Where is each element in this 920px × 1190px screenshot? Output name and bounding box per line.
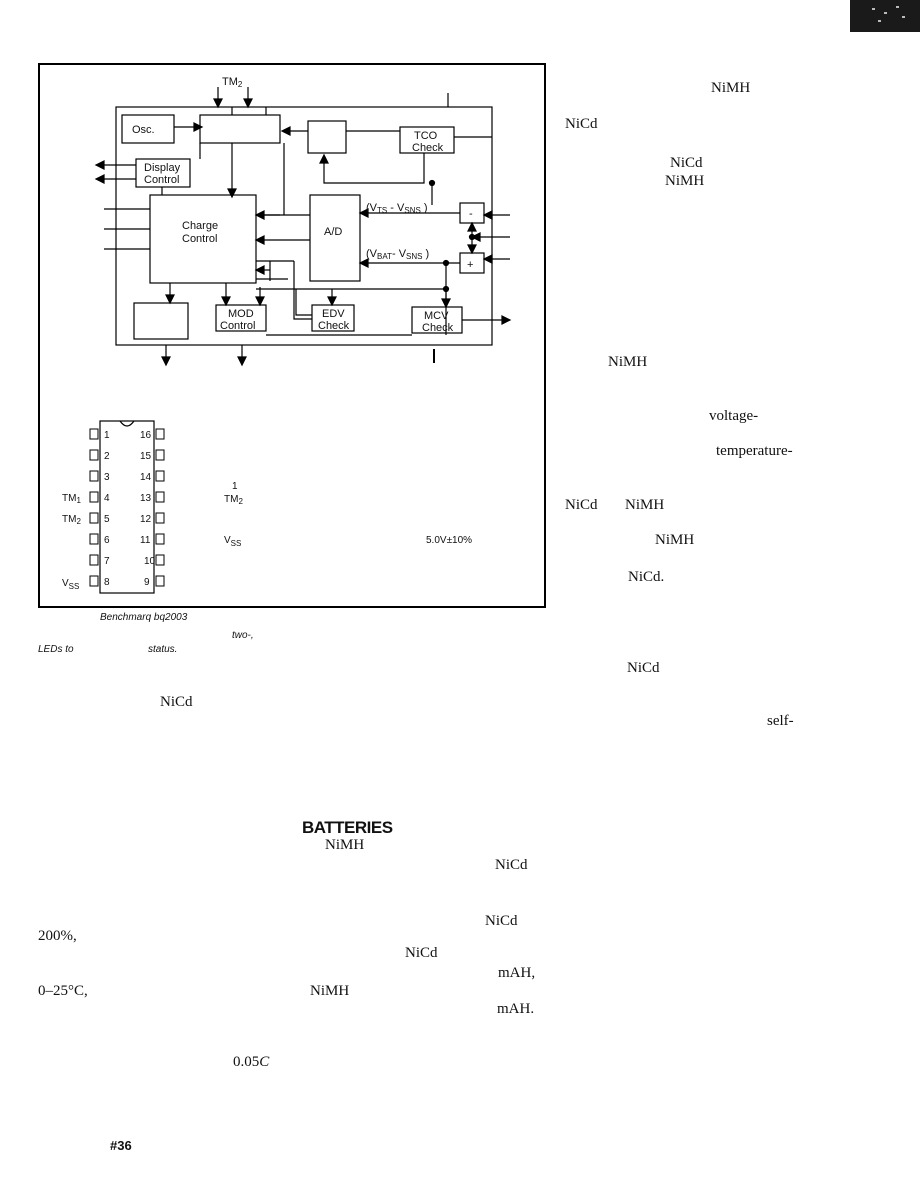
- plus-label: +: [467, 259, 473, 271]
- right-word-1: NiMH: [711, 80, 751, 96]
- desc-tm1-sup: 1: [232, 481, 238, 492]
- issue-number: #36: [110, 1138, 132, 1153]
- left-word-nimh-1: NiMH: [325, 837, 365, 853]
- pin-right-10: 10: [144, 556, 156, 567]
- pin-left-6: 6: [104, 535, 110, 546]
- right-word-5: NiMH: [608, 354, 648, 370]
- right-word-6: voltage-: [709, 408, 759, 424]
- edv-label-2: Check: [318, 320, 350, 332]
- left-word-nicd-2: NiCd: [495, 857, 528, 873]
- tco-label-2: Check: [412, 142, 444, 154]
- right-word-7: temperature-: [716, 443, 793, 459]
- charge-label-2: Control: [182, 233, 217, 245]
- desc-vss: VSS: [224, 535, 241, 548]
- mcv-label-2: Check: [422, 322, 454, 334]
- pin-right-15: 15: [140, 451, 152, 462]
- pin-left-8: 8: [104, 577, 110, 588]
- section-heading: BATTERIES: [302, 818, 393, 837]
- left-word-temp: 0–25°C,: [38, 983, 88, 999]
- caption-leds: LEDs to: [38, 644, 74, 655]
- right-word-13: self-: [767, 713, 794, 729]
- pin-label-vss: VSS: [62, 578, 79, 591]
- pin-left-4: 4: [104, 493, 110, 504]
- pin-right-9: 9: [144, 577, 150, 588]
- display-label-2: Control: [144, 174, 179, 186]
- scan-corner-mark: [850, 0, 920, 32]
- left-word-nicd-3: NiCd: [485, 913, 518, 929]
- right-word-3: NiCd: [670, 155, 703, 171]
- caption-benchmarq: Benchmarq bq2003: [100, 612, 188, 623]
- right-word-9: NiMH: [625, 497, 665, 513]
- top-pin-label: TM2: [222, 76, 243, 89]
- pin-left-5: 5: [104, 514, 110, 525]
- caption-two: two-,: [232, 630, 254, 641]
- display-label-1: Display: [144, 162, 181, 174]
- tco-label-1: TCO: [414, 130, 438, 142]
- right-word-4: NiMH: [665, 173, 705, 189]
- left-word-percent: 200%,: [38, 928, 77, 944]
- pin-right-16: 16: [140, 430, 152, 441]
- osc-label: Osc.: [132, 124, 155, 136]
- pin-right-12: 12: [140, 514, 152, 525]
- right-word-2: NiCd: [565, 116, 598, 132]
- left-word-nicd-1: NiCd: [160, 694, 193, 710]
- left-word-rate: 0.05C: [233, 1054, 270, 1070]
- mod-label-1: MOD: [228, 308, 254, 320]
- minus-label: -: [469, 208, 473, 220]
- pin-right-14: 14: [140, 472, 152, 483]
- pin-left-1: 1: [104, 430, 110, 441]
- right-word-8: NiCd: [565, 497, 598, 513]
- block-diagram: TM2 Osc. Display Control Charge Control …: [62, 76, 512, 594]
- left-word-mah-2: mAH.: [497, 1001, 535, 1017]
- vts-signal: (VTS - VSNS ): [366, 202, 428, 215]
- vbat-signal: (VBAT- VSNS ): [366, 248, 429, 261]
- figure-frame: TM2 Osc. Display Control Charge Control …: [38, 63, 546, 608]
- pin-label-tm1: TM1: [62, 493, 81, 505]
- pin-label-tm2: TM2: [62, 514, 81, 526]
- desc-supply: 5.0V±10%: [426, 535, 472, 546]
- pin-left-3: 3: [104, 472, 110, 483]
- charge-label-1: Charge: [182, 220, 218, 232]
- right-word-11: NiCd.: [628, 569, 665, 585]
- pin-right-11: 11: [140, 535, 151, 546]
- left-word-nicd-4: NiCd: [405, 945, 438, 961]
- pin-left-2: 2: [104, 451, 110, 462]
- left-word-mah-1: mAH,: [498, 965, 536, 981]
- edv-label-1: EDV: [322, 308, 345, 320]
- mod-label-2: Control: [220, 320, 255, 332]
- desc-tm2: TM2: [224, 494, 243, 506]
- right-word-12: NiCd: [627, 660, 660, 676]
- left-word-nimh-2: NiMH: [310, 983, 350, 999]
- ad-label: A/D: [324, 226, 342, 238]
- pin-right-13: 13: [140, 493, 152, 504]
- dip-pin-numbers: 1 2 3 4 5 6 7 8 16 15 14 13 12 11 10 9: [104, 430, 156, 588]
- caption-status: status.: [148, 644, 178, 655]
- pin-left-7: 7: [104, 556, 110, 567]
- mcv-label-1: MCV: [424, 310, 449, 322]
- right-word-10: NiMH: [655, 532, 695, 548]
